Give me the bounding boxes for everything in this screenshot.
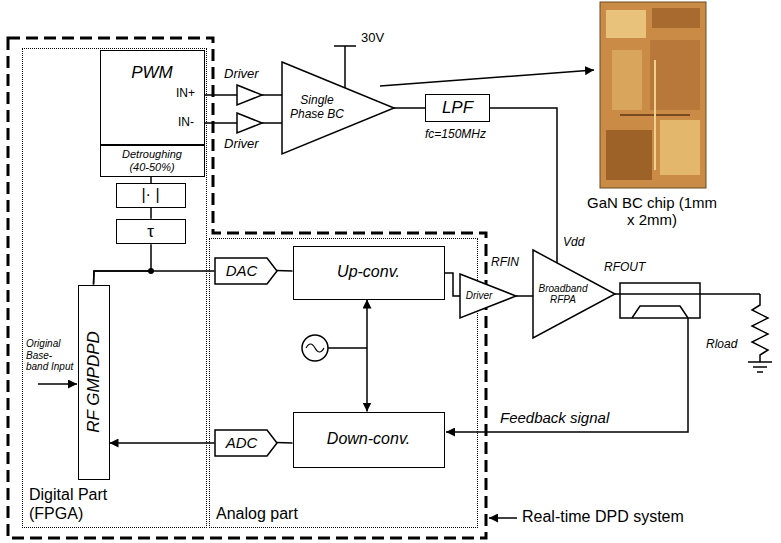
pin-name: IN-	[178, 116, 194, 130]
triangle-shape	[533, 250, 615, 338]
driver-symbol	[237, 85, 262, 105]
signal-connector	[94, 244, 152, 284]
region-panel: Analog part DAC Up-conv. ADC Down-conv.	[209, 238, 478, 528]
signal-connector	[277, 442, 293, 444]
signal-connector	[94, 271, 215, 285]
signal-connector	[490, 108, 557, 263]
node-text: PWM	[131, 63, 173, 83]
pentagon-shape	[215, 430, 277, 456]
part-name: Driver	[224, 137, 259, 152]
coupled-line	[632, 306, 688, 318]
node-text: LPF	[442, 98, 473, 118]
chip-pad	[652, 8, 700, 28]
signal-connector	[445, 273, 461, 296]
junction-dot	[148, 268, 154, 274]
node-text: ADC	[226, 434, 258, 451]
supply-wire	[344, 46, 346, 88]
node-text: Digital Part (FPGA)	[29, 486, 141, 523]
triangle-shape	[282, 62, 394, 154]
driver-triangle: Driver	[460, 274, 516, 318]
dpd-block: RF GMPDPD	[78, 285, 110, 480]
node-text: Down-conv.	[327, 430, 410, 448]
pin-name: Vdd	[563, 236, 584, 250]
node-text: Analog part	[216, 505, 346, 523]
chip-pad	[612, 50, 642, 110]
node-text: |· |	[141, 186, 159, 204]
delay-block: τ	[116, 219, 186, 245]
chip-photo	[600, 2, 706, 188]
detroughing-block: Detroughing (40-50%)	[100, 145, 205, 176]
pointer-arrow	[489, 517, 517, 519]
signal-connector	[277, 270, 293, 272]
chip-pad	[606, 10, 646, 38]
chip-pad	[660, 120, 700, 175]
node-text: Single Phase BC	[288, 94, 346, 122]
node-text: Up-conv.	[337, 263, 400, 281]
triangle-shape	[460, 274, 516, 318]
filter-block: LPF	[425, 94, 490, 122]
amplifier-triangle: Single Phase BC	[282, 62, 394, 154]
chip-trace	[654, 60, 656, 170]
signal-connector	[110, 442, 215, 444]
supply-rail	[334, 45, 356, 47]
resistor-symbol	[752, 294, 768, 362]
signal-connector	[150, 208, 152, 219]
node-text: τ	[147, 222, 154, 242]
signal-connector	[394, 107, 425, 109]
dac-block: DAC	[215, 258, 277, 284]
oscillator-symbol	[302, 335, 328, 361]
ground-symbol	[748, 361, 772, 363]
callout-arrow	[380, 70, 594, 86]
node-text: Broadband RFPA	[537, 283, 589, 306]
supply-voltage: 30V	[361, 31, 384, 46]
signal-connector	[516, 295, 533, 297]
driver-symbol	[237, 113, 262, 133]
system-name: Real-time DPD system	[522, 508, 684, 526]
lo-wire	[328, 347, 367, 349]
chip-pad	[650, 40, 700, 110]
input-arrow	[38, 383, 77, 385]
output-wire	[615, 293, 760, 295]
node-text: DAC	[226, 262, 258, 279]
coupler-symbol	[620, 283, 700, 318]
node-text: Detroughing (40-50%)	[112, 148, 192, 173]
sine-symbol	[306, 344, 324, 352]
upconverter-block: Up-conv.	[293, 246, 445, 300]
pin-name: IN+	[176, 87, 195, 101]
cutoff-frequency: fc=150MHz	[425, 128, 486, 142]
system-outline	[8, 38, 486, 538]
photo-caption: GaN BC chip (1mm x 2mm)	[582, 194, 722, 229]
part-name: Driver	[224, 67, 259, 82]
pin-name: RFOUT	[604, 261, 645, 275]
chip-pad	[606, 130, 652, 180]
adc-block: ADC	[215, 430, 277, 456]
pentagon-shape	[215, 258, 277, 284]
downconverter-block: Down-conv.	[293, 412, 445, 468]
ground-symbol	[753, 366, 767, 368]
signal-connector	[150, 177, 152, 184]
pin-name: RFIN	[491, 256, 519, 270]
part-name: Rload	[706, 338, 737, 352]
node-text: Driver	[463, 290, 495, 302]
signal-connector	[366, 300, 368, 412]
node-text: RF GMPDPD	[84, 331, 104, 433]
ground-symbol	[757, 371, 763, 373]
feedback-wire	[446, 318, 688, 432]
input-name: Original Base-band Input	[26, 338, 74, 373]
amplifier-triangle: Broadband RFPA	[533, 250, 615, 338]
abs-block: |· |	[116, 183, 186, 207]
signal-name: Feedback signal	[500, 409, 609, 426]
